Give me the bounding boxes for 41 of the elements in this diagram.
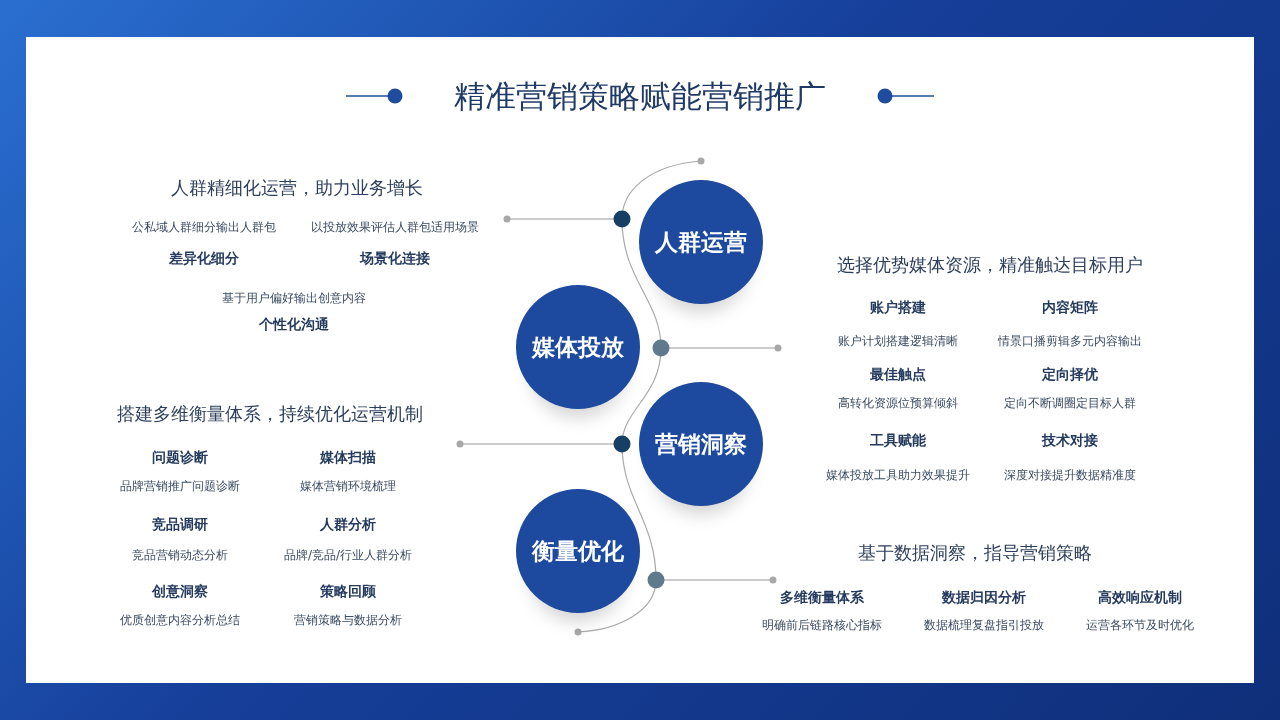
item-heading: 场景化连接 [360,250,430,268]
item-heading: 定向择优 [1042,366,1098,384]
section-heading: 人群精细化运营，助力业务增长 [171,176,423,200]
item-description: 媒体营销环境梳理 [300,477,396,495]
item-description: 高转化资源位预算倾斜 [838,394,958,412]
item-heading: 竞品调研 [152,516,208,534]
section-heading: 选择优势媒体资源，精准触达目标用户 [837,253,1143,277]
item-heading: 差异化细分 [169,250,239,268]
item-description: 情景口播剪辑多元内容输出 [998,332,1142,350]
item-heading: 技术对接 [1042,432,1098,450]
item-heading: 账户搭建 [870,299,926,317]
item-description: 以投放效果评估人群包适用场景 [311,218,479,236]
item-description: 品牌/竞品/行业人群分析 [283,546,413,564]
section-heading: 搭建多维衡量体系，持续优化运营机制 [117,402,423,426]
item-description: 明确前后链路核心指标 [762,616,882,634]
item-description: 数据梳理复盘指引投放 [924,616,1044,634]
section-heading: 基于数据洞察，指导营销策略 [858,541,1092,565]
item-description: 优质创意内容分析总结 [120,611,240,629]
item-heading: 多维衡量体系 [780,589,864,607]
item-heading: 媒体扫描 [320,449,376,467]
title: 精准营销策略赋能营销推广 [454,77,826,116]
item-description: 账户计划搭建逻辑清晰 [838,332,958,350]
item-heading: 策略回顾 [320,583,376,601]
item-description: 营销策略与数据分析 [294,611,402,629]
item-description: 媒体投放工具助力效果提升 [826,466,970,484]
item-description: 公私域人群细分输出人群包 [132,218,276,236]
item-heading: 个性化沟通 [259,316,329,334]
item-description: 基于用户偏好输出创意内容 [222,289,366,307]
item-description: 运营各环节及时优化 [1086,616,1194,634]
item-heading: 数据归因分析 [942,589,1026,607]
item-heading: 高效响应机制 [1098,589,1182,607]
item-heading: 人群分析 [320,516,376,534]
item-heading: 最佳触点 [870,366,926,384]
item-description: 深度对接提升数据精准度 [1004,466,1136,484]
item-description: 竞品营销动态分析 [132,546,228,564]
item-heading: 问题诊断 [152,449,208,467]
item-description: 定向不断调圈定目标人群 [1004,394,1136,412]
item-heading: 内容矩阵 [1042,299,1098,317]
item-heading: 工具赋能 [870,432,926,450]
item-description: 品牌营销推广问题诊断 [120,477,240,495]
item-heading: 创意洞察 [152,583,208,601]
